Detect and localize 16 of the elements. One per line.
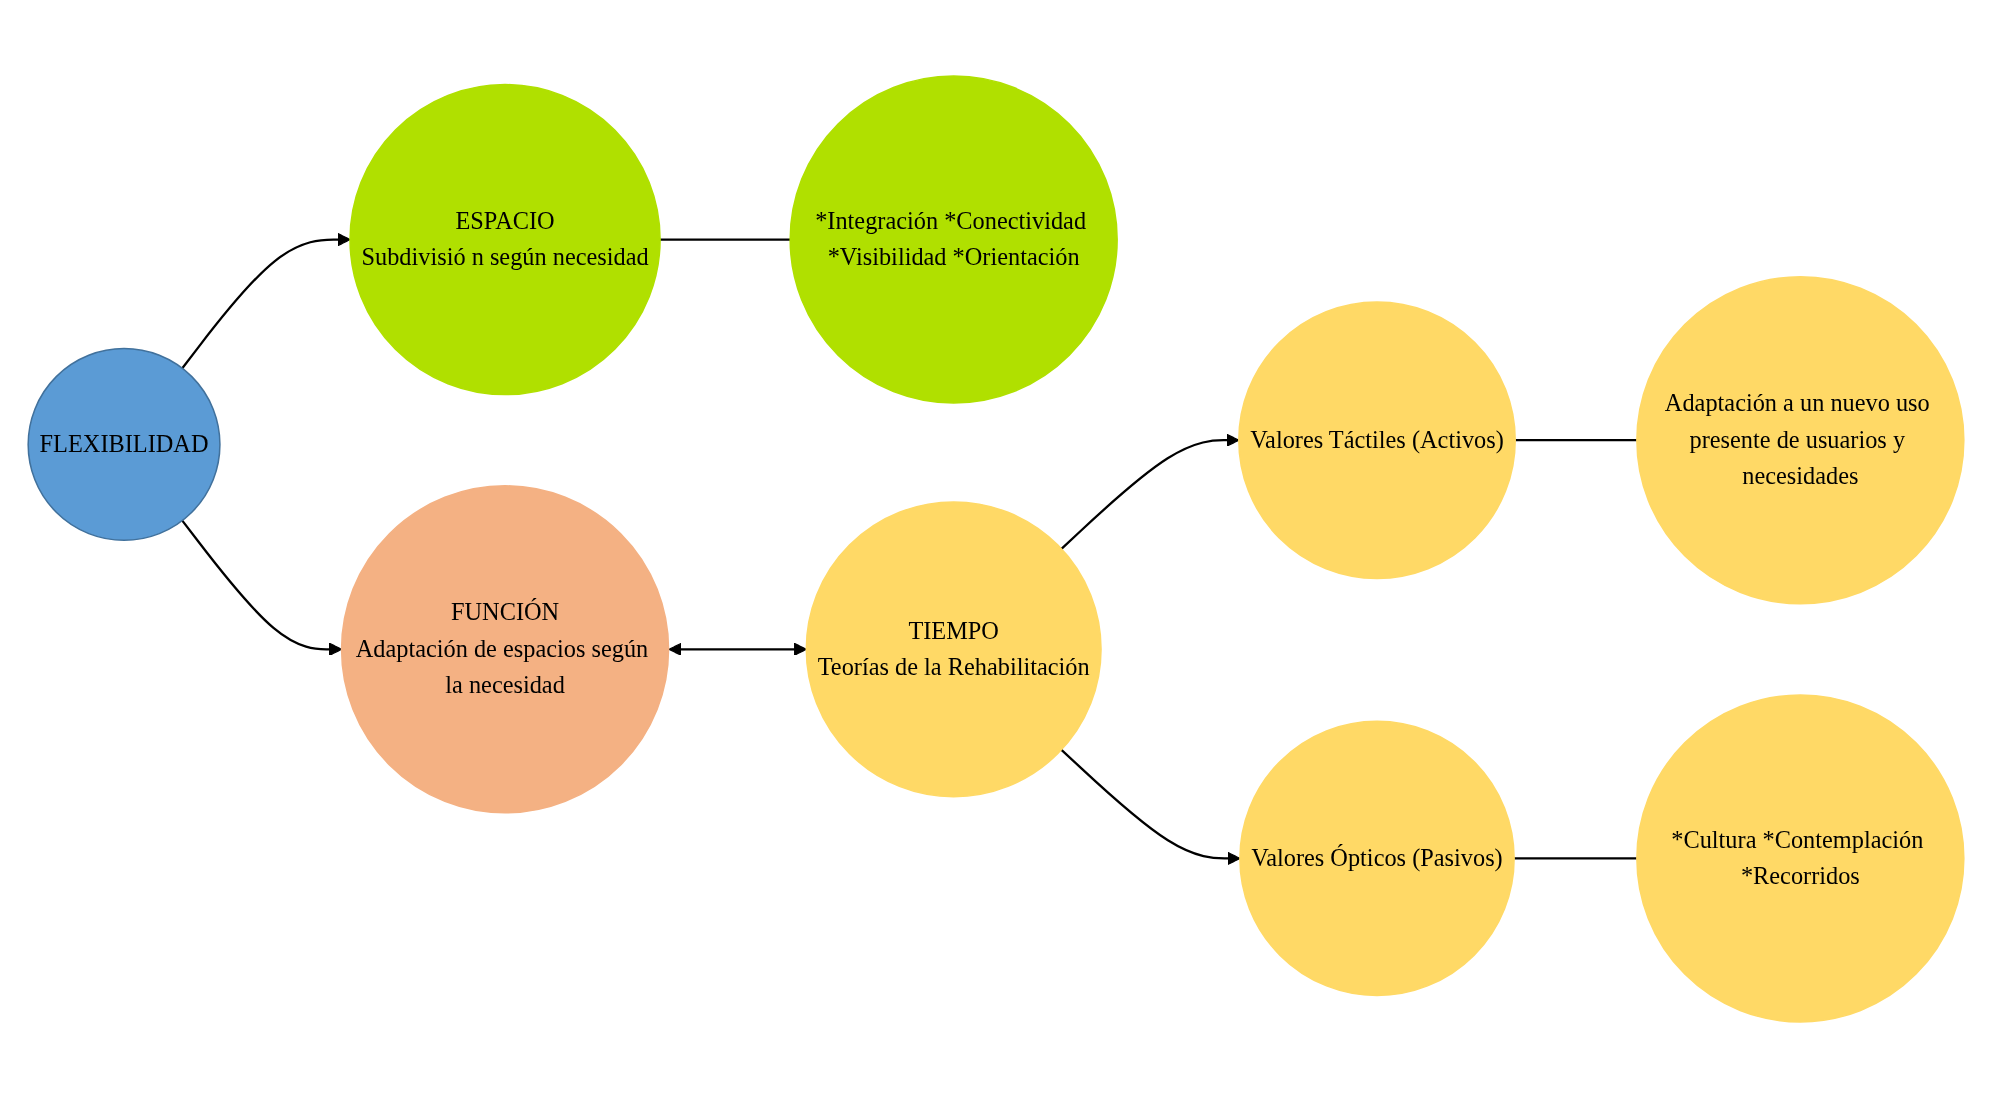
connector bbox=[1514, 856, 1637, 860]
arrow bbox=[668, 642, 807, 656]
connector bbox=[660, 237, 791, 241]
arrow bbox=[1060, 433, 1240, 550]
node-circle: TIEMPO Teorías de la Rehabilitación bbox=[805, 500, 1102, 797]
arrow bbox=[181, 232, 351, 369]
node-circle: ESPACIO Subdivisió n según necesidad bbox=[349, 83, 661, 395]
node-circle: FUNCIÓN Adaptación de espacios según la necesidad bbox=[340, 484, 670, 814]
node-circle: Valores Ópticos (Pasivos) bbox=[1239, 720, 1515, 996]
connector bbox=[1515, 438, 1637, 441]
node-circle: *Integración *Conectividad *Visibilidad *Orientación bbox=[789, 74, 1118, 404]
node-circle: *Cultura *Contemplación *Recorridos bbox=[1636, 693, 1965, 1023]
node-circle: FLEXIBILIDAD bbox=[27, 347, 221, 541]
arrow bbox=[1060, 748, 1241, 865]
node-circle: Adaptación a un nuevo uso presente de usuarios y necesidades bbox=[1636, 275, 1965, 604]
node-circle: Valores Táctiles (Activos) bbox=[1238, 300, 1516, 579]
